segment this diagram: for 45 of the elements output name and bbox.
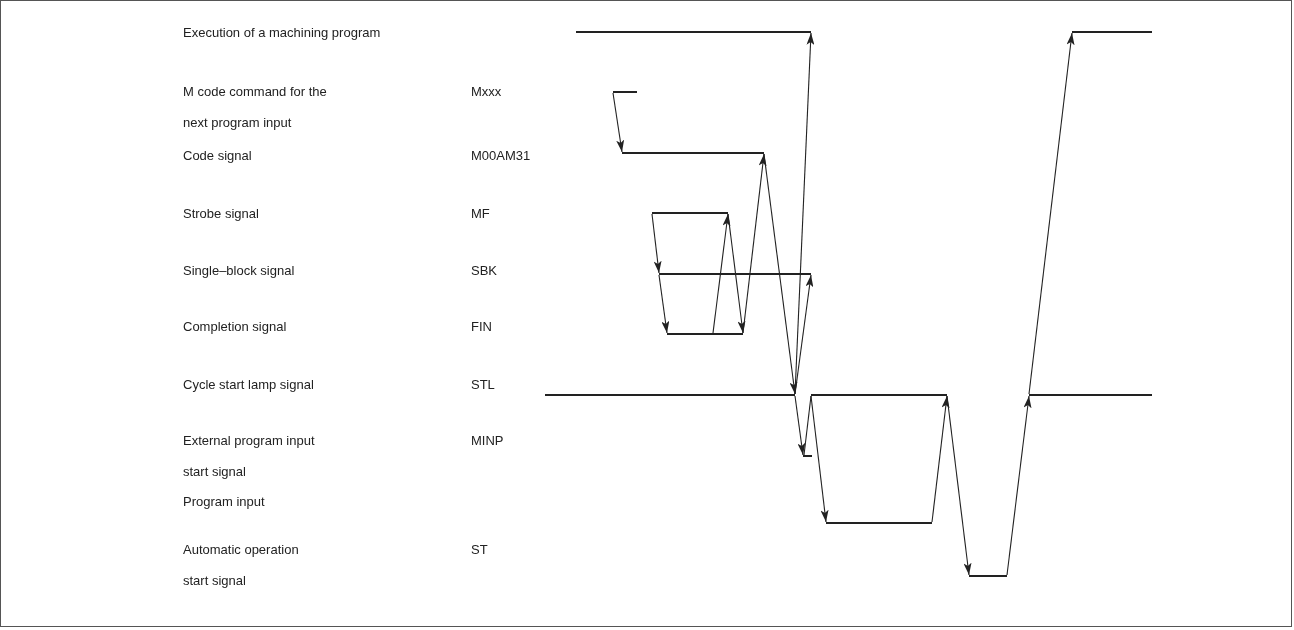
signal-level-line (545, 394, 795, 396)
signal-level-line (652, 212, 728, 214)
arrow (810, 395, 829, 523)
arrow (1028, 32, 1075, 395)
signal-name: STL (471, 376, 496, 394)
signal-name: ST (471, 541, 489, 559)
arrow (742, 153, 767, 334)
signal-name: MINP (471, 432, 505, 450)
signal-name: MF (471, 205, 491, 223)
arrow (712, 213, 731, 334)
arrow (1006, 395, 1032, 576)
signal-name: FIN (471, 318, 493, 336)
signal-name: M00AM31 (471, 147, 532, 165)
arrow (727, 213, 746, 334)
signal-label: External program input start signal (183, 432, 316, 481)
signal-level-line (613, 91, 637, 93)
signal-label: Code signal (183, 147, 253, 165)
signal-level-line (826, 522, 932, 524)
signal-name: Mxxx (471, 83, 503, 101)
arrow (794, 395, 806, 456)
arrow (931, 395, 950, 523)
signal-level-line (622, 152, 764, 154)
signal-label: Automatic operation start signal (183, 541, 300, 590)
signal-level-line (576, 31, 811, 33)
signal-name: SBK (471, 262, 498, 280)
signal-label: Single–block signal (183, 262, 296, 280)
arrow (946, 395, 972, 576)
arrow (651, 213, 662, 274)
signal-level-line (969, 575, 1007, 577)
signal-level-line (811, 394, 947, 396)
signal-label: Strobe signal (183, 205, 260, 223)
arrow (763, 153, 798, 395)
signal-level-line (659, 273, 811, 275)
arrow (794, 32, 815, 395)
arrow (658, 274, 670, 334)
connector-line (803, 395, 812, 456)
signal-level-line (1029, 394, 1152, 396)
signal-label: Program input (183, 493, 266, 511)
arrow (612, 92, 625, 153)
signal-level-line (667, 333, 743, 335)
signal-level-line (1072, 31, 1152, 33)
signal-label: Cycle start lamp signal (183, 376, 315, 394)
signal-label: Completion signal (183, 318, 288, 336)
signal-label: Execution of a machining program (183, 24, 382, 42)
signal-label: M code command for the next program input (183, 83, 328, 132)
